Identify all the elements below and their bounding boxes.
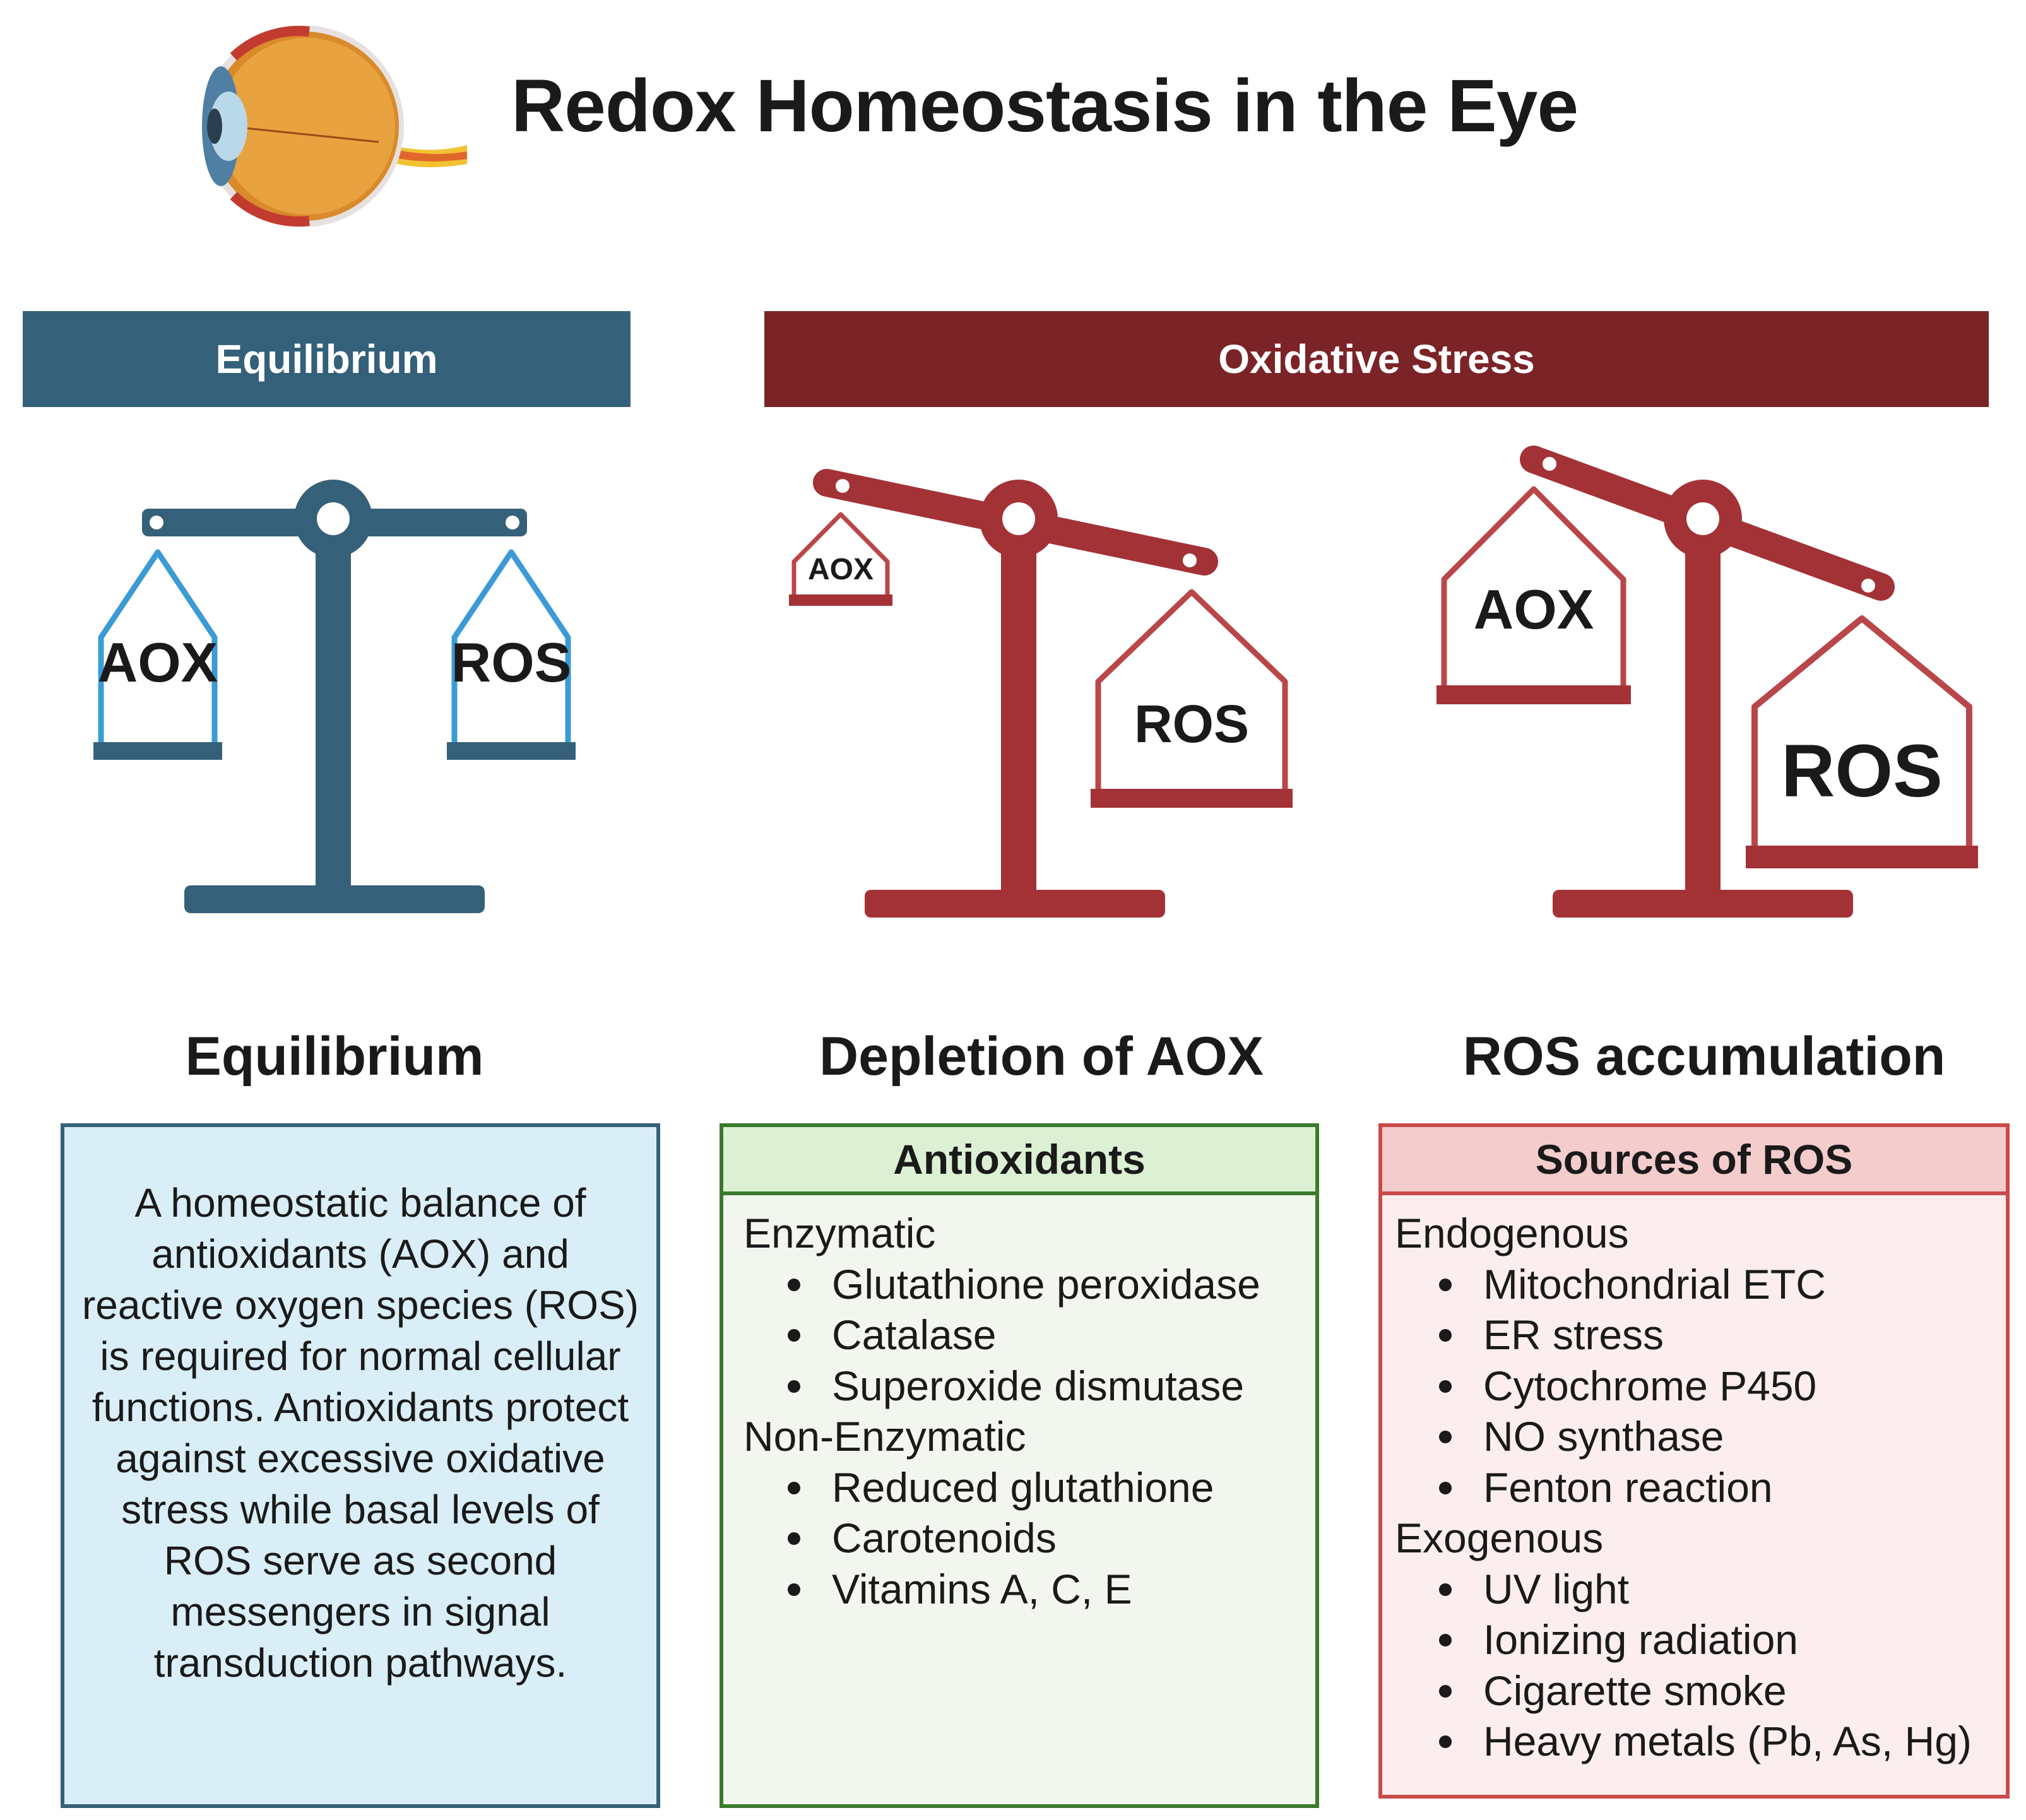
list-item: Vitamins A, C, E — [743, 1564, 1315, 1615]
list-item: Cigarette smoke — [1395, 1665, 2006, 1717]
scale-aox-label: AOX — [1474, 578, 1594, 641]
scale-ros-label: ROS — [451, 631, 572, 694]
list-item: Glutathione peroxidase — [743, 1259, 1315, 1310]
antioxidants-list: Enzymatic Glutathione peroxidase Catalas… — [723, 1195, 1315, 1614]
list-item: Heavy metals (Pb, As, Hg) — [1395, 1716, 2006, 1767]
group-label-exogenous: Exogenous — [1395, 1515, 1604, 1561]
oxidative-stress-banner: Oxidative Stress — [764, 311, 1989, 407]
depletion-heading: Depletion of AOX — [819, 1026, 1264, 1087]
list-item: Catalase — [743, 1309, 1315, 1361]
sources-of-ros-box-title: Sources of ROS — [1382, 1127, 2006, 1195]
tilted-scale-aox-depleted-icon: AOX ROS — [789, 469, 1293, 918]
equilibrium-heading: Equilibrium — [185, 1026, 484, 1087]
scale-aox-label: AOX — [98, 631, 218, 694]
antioxidants-box-title: Antioxidants — [723, 1127, 1315, 1195]
equilibrium-description: A homeostatic balance of antioxidants (A… — [81, 1180, 639, 1686]
group-label-endogenous: Endogenous — [1395, 1210, 1629, 1256]
list-item: Cytochrome P450 — [1395, 1361, 2006, 1412]
group-label-non-enzymatic: Non-Enzymatic — [743, 1413, 1026, 1460]
ros-sources-list: Endogenous Mitochondrial ETC ER stress C… — [1382, 1195, 2006, 1767]
list-item: Fenton reaction — [1395, 1462, 2006, 1513]
sources-of-ros-box: Sources of ROS Endogenous Mitochondrial … — [1378, 1123, 2010, 1799]
tilted-scale-ros-accumulated-icon: AOX ROS — [1437, 446, 1978, 918]
list-item: UV light — [1395, 1564, 2006, 1615]
group-label-enzymatic: Enzymatic — [743, 1210, 936, 1256]
list-item: Ionizing radiation — [1395, 1614, 2006, 1665]
list-item: Mitochondrial ETC — [1395, 1259, 2006, 1310]
accumulation-heading: ROS accumulation — [1462, 1026, 1946, 1087]
eye-icon — [202, 25, 467, 227]
balanced-scale-icon: AOX ROS — [93, 480, 576, 913]
equilibrium-description-box: A homeostatic balance of antioxidants (A… — [61, 1123, 660, 1808]
antioxidants-box: Antioxidants Enzymatic Glutathione perox… — [720, 1123, 1319, 1808]
page-title: Redox Homeostasis in the Eye — [511, 64, 1579, 148]
list-item: ER stress — [1395, 1309, 2006, 1361]
equilibrium-banner: Equilibrium — [23, 311, 631, 407]
scale-ros-label: ROS — [1781, 730, 1943, 813]
scale-aox-label: AOX — [808, 553, 874, 586]
list-item: Carotenoids — [743, 1513, 1315, 1564]
scale-ros-label: ROS — [1134, 694, 1249, 753]
list-item: Reduced glutathione — [743, 1462, 1315, 1513]
list-item: Superoxide dismutase — [743, 1361, 1315, 1412]
list-item: NO synthase — [1395, 1411, 2006, 1462]
